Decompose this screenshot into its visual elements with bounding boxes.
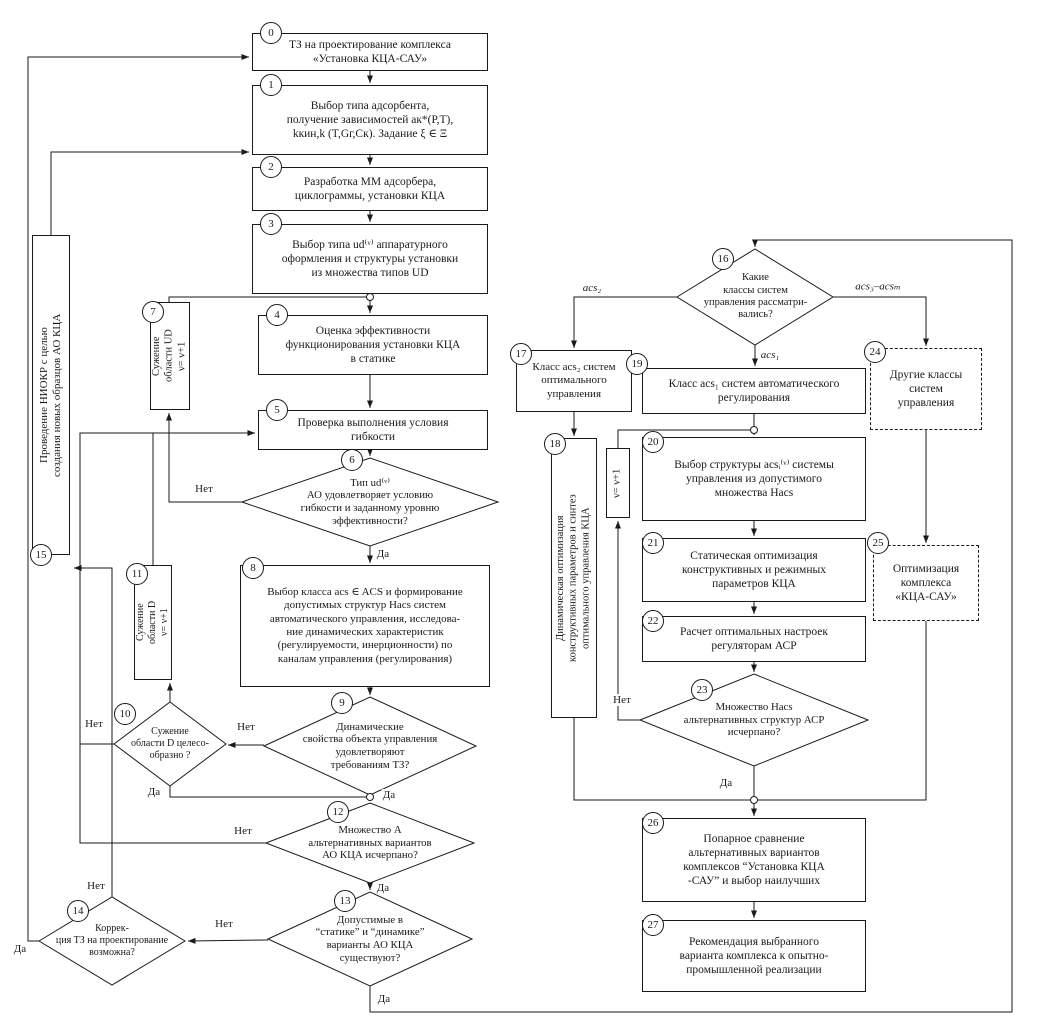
step-badge-22: 22	[642, 610, 664, 632]
node-2-process: Разработка ММ адсорбера, циклограммы, ус…	[252, 167, 488, 211]
edge-label-acs3m: acs₃–acsₘ	[854, 279, 902, 293]
node-23-decision: Множество Hacs альтернативных структур А…	[683, 700, 825, 739]
node-4-process: Оценка эффективности функционирования ус…	[258, 315, 488, 375]
edge-label-yes-12: Да	[375, 882, 391, 894]
step-badge-10: 10	[114, 703, 136, 725]
step-badge-1: 1	[260, 74, 282, 96]
connectors	[27, 54, 1013, 1013]
node-26-process: Попарное сравнение альтернативных вариан…	[642, 818, 866, 902]
step-badge-16: 16	[712, 248, 734, 270]
step-badge-13: 13	[334, 890, 356, 912]
step-badge-12: 12	[327, 801, 349, 823]
node-16-decision: Какие классы систем управления рассматри…	[703, 272, 808, 321]
step-badge-8: 8	[242, 557, 264, 579]
edge-label-no-6: Нет	[194, 483, 214, 495]
node-20-process: Выбор структуры acsᵢ⁽ᵛ⁾ системы управлен…	[642, 437, 866, 521]
step-badge-0: 0	[260, 22, 282, 44]
edge-label-no-23: Нет	[612, 694, 632, 706]
step-badge-2: 2	[260, 156, 282, 178]
step-badge-4: 4	[266, 304, 288, 326]
node-22-process: Расчет оптимальных настроек регуляторам …	[642, 616, 866, 662]
node-14-decision: Коррек- ция ТЗ на проектирование возможн…	[55, 923, 169, 958]
edge-label-yes-10: Да	[146, 786, 162, 798]
step-badge-18: 18	[544, 433, 566, 455]
node-9-decision: Динамические свойства объекта управления…	[302, 720, 438, 771]
edge-label-yes-9: Да	[381, 789, 397, 801]
node-nu-counter: ν= ν+1	[606, 448, 630, 518]
node-3-process: Выбор типа ud⁽ᵛ⁾ аппаратурного оформлени…	[252, 224, 488, 294]
node-12-decision: Множество А альтернативных вариантов АО …	[308, 823, 432, 862]
node-17-process: Класс acs₂ систем оптимального управлени…	[516, 350, 632, 412]
step-badge-24: 24	[864, 341, 886, 363]
node-25-process: Оптимизация комплекса «КЦА-САУ»	[873, 545, 979, 621]
junction-dots	[366, 293, 758, 804]
node-19-process: Класс acs₁ систем автоматического регули…	[642, 368, 866, 414]
diamond-10-shape	[113, 701, 227, 787]
node-13-decision: Допустимые в “статике” и “динамике” вари…	[315, 913, 425, 964]
step-badge-26: 26	[642, 812, 664, 834]
step-badge-3: 3	[260, 213, 282, 235]
node-24-process: Другие классы систем управления	[870, 348, 982, 430]
step-badge-15: 15	[30, 544, 52, 566]
diamond-6-shape	[240, 457, 500, 547]
step-badge-17: 17	[510, 343, 532, 365]
node-27-process: Рекомендация выбранного варианта комплек…	[642, 920, 866, 992]
step-badge-25: 25	[867, 532, 889, 554]
edge-label-yes-6: Да	[375, 548, 391, 560]
step-badge-9: 9	[331, 692, 353, 714]
step-badge-20: 20	[642, 431, 664, 453]
node-15-process: Проведение НИОКР с целью создания новых …	[32, 235, 70, 555]
node-21-process: Статическая оптимизация конструктивных и…	[642, 538, 866, 602]
edge-label-yes-23: Да	[718, 777, 734, 789]
step-badge-7: 7	[142, 301, 164, 323]
edge-label-no-13: Нет	[214, 918, 234, 930]
step-badge-14: 14	[67, 900, 89, 922]
step-badge-21: 21	[642, 532, 664, 554]
edge-label-acs1: acs₁	[759, 349, 781, 361]
node-6-decision: Тип ud⁽ᵛ⁾ АО удовлетворяет условию гибко…	[300, 476, 440, 527]
node-5-process: Проверка выполнения условия гибкости	[258, 410, 488, 450]
node-10-decision: Сужение области D целесо- образно ?	[131, 726, 209, 761]
edge-label-yes-14: Да	[12, 943, 28, 955]
edge-label-no-9: Нет	[236, 721, 256, 733]
step-badge-23: 23	[691, 679, 713, 701]
diamond-9-shape	[262, 696, 478, 796]
node-8-process: Выбор класса acs ∈ ACS и формирование до…	[240, 565, 490, 687]
step-badge-6: 6	[341, 449, 363, 471]
node-0-process: ТЗ на проектирование комплекса «Установк…	[252, 33, 488, 71]
edge-label-no-14: Нет	[86, 880, 106, 892]
edge-label-yes-13: Да	[376, 993, 392, 1005]
edge-label-no-12: Нет	[233, 825, 253, 837]
step-badge-11: 11	[126, 563, 148, 585]
edge-label-no-10: Нет	[84, 718, 104, 730]
node-1-process: Выбор типа адсорбента, получение зависим…	[252, 85, 488, 155]
step-badge-27: 27	[642, 914, 664, 936]
step-badge-19: 19	[626, 353, 648, 375]
node-18-process: Динамическая оптимизация конструктивных …	[551, 438, 597, 718]
step-badge-5: 5	[266, 399, 288, 421]
edge-label-acs2: acs₂	[581, 282, 603, 294]
